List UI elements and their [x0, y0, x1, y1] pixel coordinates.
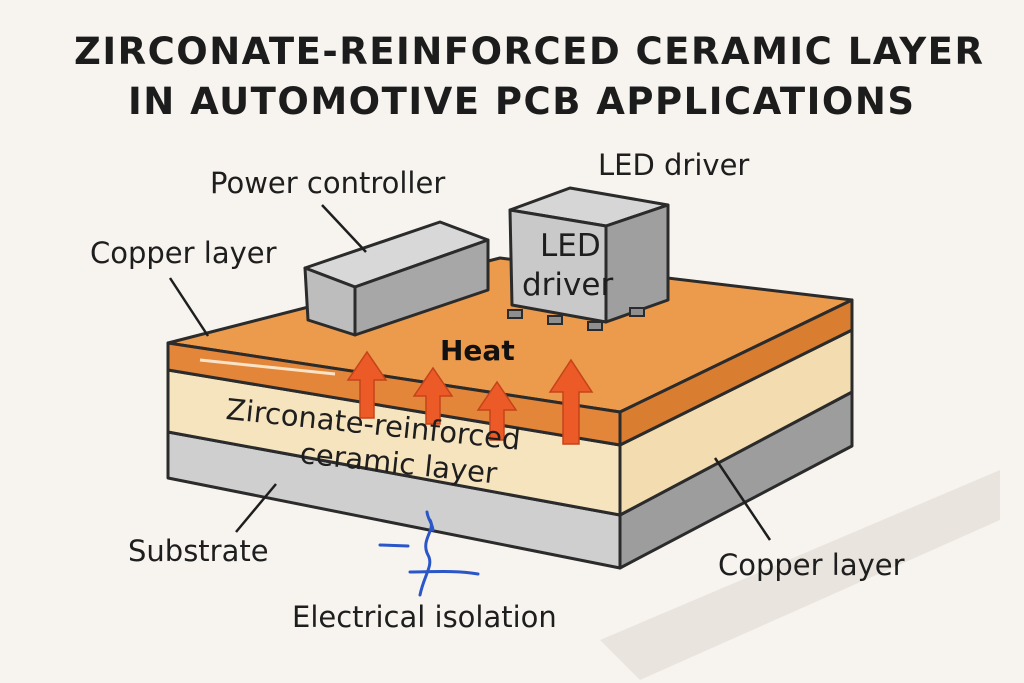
diagram-title-line-1: ZIRCONATE-REINFORCED CERAMIC LAYER [74, 30, 985, 73]
leader-line-copper-right [713, 457, 772, 541]
chip-pin [547, 315, 563, 325]
heat-arrow [412, 366, 454, 425]
power-controller-chip [303, 220, 490, 337]
chip-pin [587, 321, 603, 331]
chip-pin [507, 309, 523, 319]
label-power-controller: Power controller [210, 166, 446, 200]
label-led-driver: LED driver [598, 148, 750, 182]
label-substrate: Substrate [128, 534, 269, 568]
heat-arrow [548, 358, 594, 445]
leader-line-copper-left [168, 277, 210, 337]
leader-line-substrate [235, 483, 277, 533]
label-heat: Heat [440, 334, 515, 367]
heat-arrow [476, 380, 518, 441]
led-driver-chip [507, 186, 670, 331]
board-shadow [600, 470, 1000, 680]
label-electrical-isolation: Electrical isolation [292, 600, 557, 634]
leader-line-power-controller [321, 204, 367, 253]
label-copper-layer-left: Copper layer [90, 236, 277, 270]
isolation-mark [378, 510, 480, 597]
chip-pin [629, 307, 645, 317]
copper-layer-side [618, 298, 854, 447]
heat-arrow [346, 350, 388, 419]
copper-highlight [199, 358, 336, 376]
diagram-title-line-2: IN AUTOMOTIVE PCB APPLICATIONS [128, 80, 916, 123]
label-copper-layer-right: Copper layer [718, 548, 905, 582]
chip-label-driver: driver [522, 267, 614, 303]
chip-label-led: LED [540, 228, 601, 264]
